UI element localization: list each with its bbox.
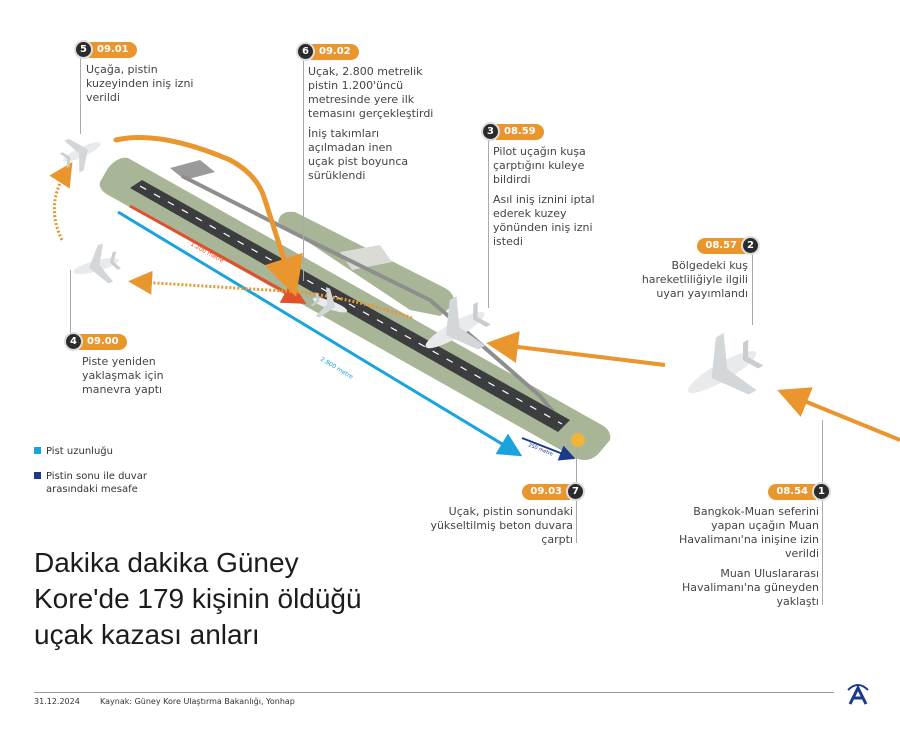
- event-number: 2: [741, 236, 760, 255]
- length-label: 2.800 metre: [319, 356, 355, 381]
- event-number: 5: [74, 40, 93, 59]
- runway: [130, 180, 570, 432]
- event-text: Bölgedeki kuş hareketliliğiyle ilgili uy…: [641, 259, 748, 300]
- event-time: 09.01: [89, 41, 137, 58]
- runway-length-line: [117, 210, 523, 457]
- event-number: 6: [296, 42, 315, 61]
- event-text: Uçak, 2.800 metrelik pistin 1.200'üncü m…: [308, 65, 434, 120]
- footer-date: 31.12.2024: [34, 697, 80, 706]
- event-text: İniş takımları açılmadan inen uçak pist …: [308, 127, 409, 182]
- event-text: Muan Uluslararası Havalimanı'na güneyden…: [681, 567, 819, 608]
- event-number: 4: [64, 332, 83, 351]
- go-around-path: [49, 161, 73, 241]
- crash-fire-icon: [571, 433, 585, 447]
- approach-path-north: [113, 135, 303, 298]
- footer-divider: [34, 692, 834, 693]
- event-text: Pilot uçağın kuşa çarptığını kuleye bild…: [493, 145, 586, 186]
- event-time: 08.59: [496, 123, 544, 140]
- event-number: 3: [481, 122, 500, 141]
- aa-logo: [847, 684, 869, 705]
- overrun-line: [521, 437, 576, 461]
- event-text: Bangkok-Muan seferini yapan uçağın Muan …: [678, 505, 819, 560]
- event-text: Uçak, pistin sonundaki yükseltilmiş beto…: [430, 505, 573, 546]
- event-text: Piste yeniden yaklaşmak için manevra yap…: [82, 355, 164, 396]
- event-time: 09.00: [79, 333, 127, 350]
- event-time: 09.03: [522, 483, 570, 500]
- event-time: 08.57: [697, 237, 745, 254]
- footer-source: Kaynak: Güney Kore Ulaştırma Bakanlığı, …: [100, 697, 295, 706]
- approach-path-south-2: [777, 387, 900, 442]
- event-text: Uçağa, pistin kuzeyinden iniş izni veril…: [86, 63, 194, 104]
- event-time: 09.02: [311, 43, 359, 60]
- event-text: Asıl iniş iznini iptal ederek kuzey yönü…: [493, 193, 595, 248]
- go-around-path-2: [128, 270, 413, 320]
- event-number: 7: [566, 482, 585, 501]
- event-number: 1: [812, 482, 831, 501]
- airplane-icon: [68, 240, 124, 292]
- airplane-icon: [671, 323, 773, 421]
- legend-item: Pist uzunluğu: [34, 445, 166, 458]
- page-title: Dakika dakika Güney Kore'de 179 kişinin …: [34, 547, 362, 650]
- event-time: 08.54: [768, 483, 816, 500]
- legend-item: Pistin sonu ile duvar arasındaki mesafe: [34, 470, 166, 496]
- legend: Pist uzunluğu Pistin sonu ile duvar aras…: [34, 445, 166, 496]
- airplane-icon: [55, 127, 109, 177]
- approach-path-south-1: [486, 331, 666, 367]
